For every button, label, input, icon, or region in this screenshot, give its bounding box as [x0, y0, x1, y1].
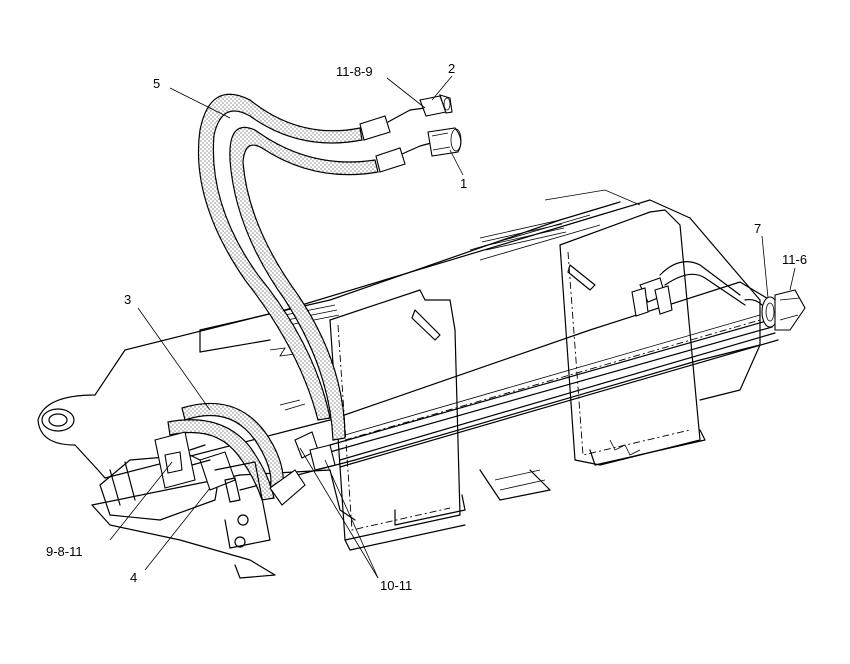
callout-2: 2 [448, 61, 455, 76]
callout-11-8-9: 11-8-9 [336, 64, 373, 79]
callout-7: 7 [754, 221, 761, 236]
hose-5 [197, 93, 436, 441]
callout-11-6: 11-6 [782, 252, 807, 267]
callout-4: 4 [130, 570, 137, 585]
tube-lines [329, 314, 779, 468]
right-end-fittings [631, 261, 806, 331]
callout-3: 3 [124, 292, 131, 307]
leader-lines [109, 75, 796, 579]
boom-frame [37, 189, 771, 579]
quick-couplers [419, 94, 462, 157]
valve-block [99, 431, 271, 549]
rear-bracket [559, 209, 706, 466]
callout-10-11: 10-11 [380, 578, 412, 593]
callout-1: 1 [460, 176, 467, 191]
callout-5: 5 [153, 76, 160, 91]
hose-3 [167, 402, 336, 506]
callout-9-8-11: 9-8-11 [46, 544, 83, 559]
